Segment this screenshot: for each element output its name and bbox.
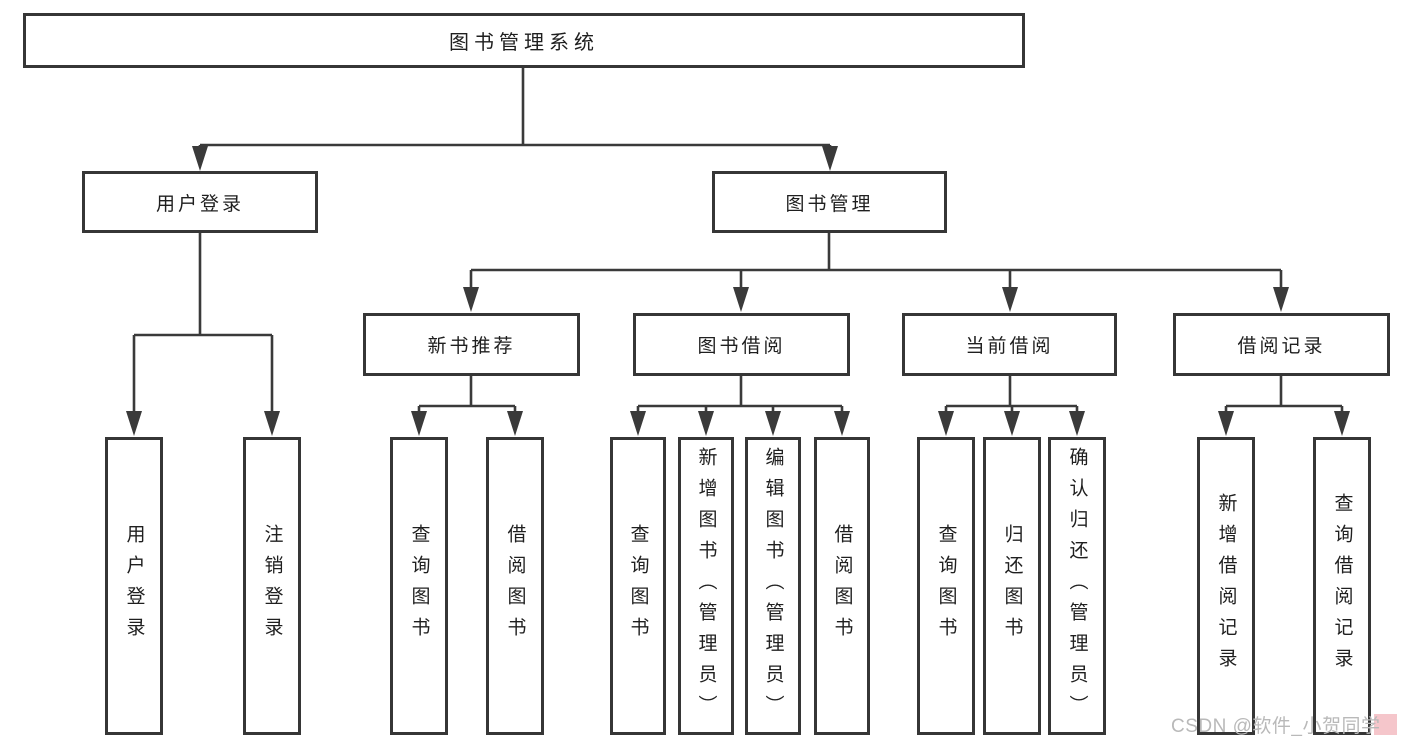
node-leaf-logout-label: 注销登录 (261, 524, 283, 648)
node-borrow-records: 借阅记录 (1173, 313, 1390, 376)
node-leaf-add-borrow-record-label: 新增借阅记录 (1215, 493, 1237, 679)
node-book-management-label: 图书管理 (785, 193, 874, 215)
arrowheads (126, 146, 1350, 436)
node-leaf-edit-books-admin-label: 编辑图书（管理员） (762, 446, 784, 726)
node-leaf-logout: 注销登录 (243, 437, 301, 735)
node-leaf-query-books-borrow-label: 查询图书 (627, 524, 649, 648)
node-book-management: 图书管理 (712, 171, 947, 233)
node-leaf-borrow-books: 借阅图书 (814, 437, 870, 735)
node-leaf-borrow-books-recommend: 借阅图书 (486, 437, 544, 735)
node-leaf-query-books-recommend-label: 查询图书 (408, 524, 430, 648)
node-current-borrow: 当前借阅 (902, 313, 1117, 376)
node-leaf-edit-books-admin: 编辑图书（管理员） (745, 437, 801, 735)
node-book-borrow: 图书借阅 (633, 313, 850, 376)
node-new-book-recommend: 新书推荐 (363, 313, 580, 376)
node-leaf-query-books-current: 查询图书 (917, 437, 975, 735)
node-leaf-query-books-recommend: 查询图书 (390, 437, 448, 735)
node-leaf-borrow-books-label: 借阅图书 (831, 524, 853, 648)
node-user-login: 用户登录 (82, 171, 318, 233)
node-current-borrow-label: 当前借阅 (965, 336, 1054, 357)
node-leaf-query-books-borrow: 查询图书 (610, 437, 666, 735)
node-leaf-add-books-admin: 新增图书（管理员） (678, 437, 734, 735)
node-leaf-query-books-current-label: 查询图书 (935, 524, 957, 648)
node-root: 图书管理系统 (23, 13, 1025, 68)
node-book-borrow-label: 图书借阅 (697, 336, 786, 357)
node-leaf-return-books-label: 归还图书 (1001, 524, 1023, 648)
node-leaf-query-borrow-record-label: 查询借阅记录 (1331, 493, 1353, 679)
node-user-login-label: 用户登录 (155, 193, 244, 215)
node-leaf-borrow-books-recommend-label: 借阅图书 (504, 524, 526, 648)
node-leaf-return-books: 归还图书 (983, 437, 1041, 735)
node-leaf-confirm-return-admin: 确认归还（管理员） (1048, 437, 1106, 735)
node-leaf-confirm-return-admin-label: 确认归还（管理员） (1066, 446, 1088, 726)
node-leaf-add-borrow-record: 新增借阅记录 (1197, 437, 1255, 735)
node-new-book-recommend-label: 新书推荐 (427, 336, 516, 357)
node-borrow-records-label: 借阅记录 (1237, 336, 1326, 357)
node-leaf-add-books-admin-label: 新增图书（管理员） (695, 446, 717, 726)
node-leaf-user-login-label: 用户登录 (123, 524, 145, 648)
node-leaf-query-borrow-record: 查询借阅记录 (1313, 437, 1371, 735)
watermark-accent (1374, 714, 1397, 735)
watermark: CSDN @软件_小贺同学 (1171, 716, 1381, 737)
node-root-label: 图书管理系统 (449, 32, 599, 54)
node-leaf-user-login: 用户登录 (105, 437, 163, 735)
